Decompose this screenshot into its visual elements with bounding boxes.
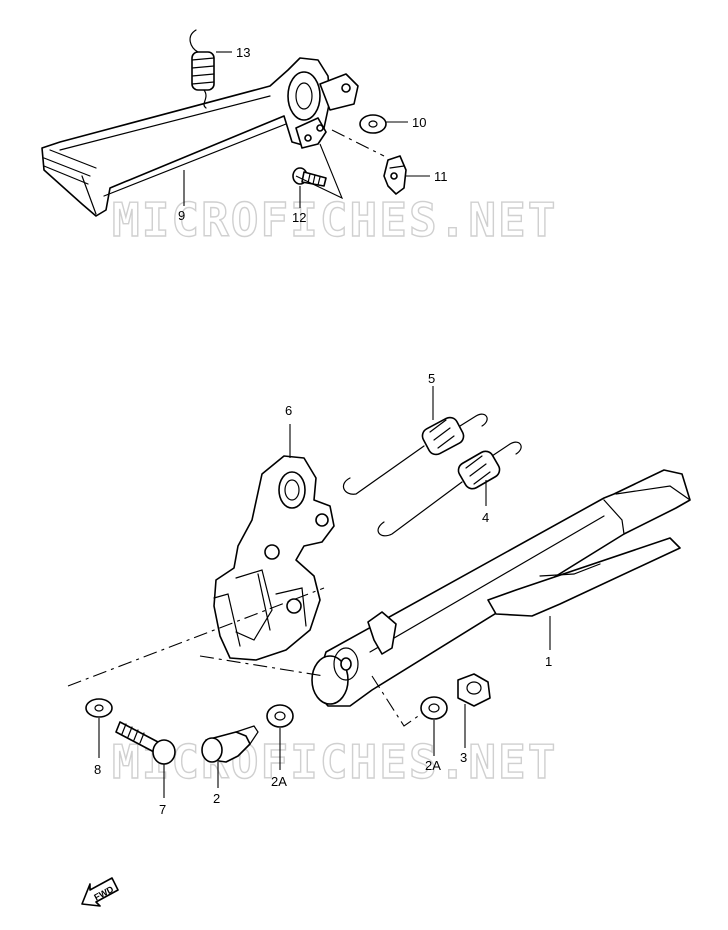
forward-arrow-icon: FWD <box>81 877 119 907</box>
bolt-part-7 <box>115 721 176 765</box>
watermark-bottom: MICROFICHES.NET <box>112 735 557 789</box>
washer-part-8 <box>85 698 113 718</box>
dash-line-bracket <box>199 655 325 677</box>
callout-5: 5 <box>428 371 435 386</box>
washer-part-2a-right <box>420 696 448 720</box>
callout-2: 2 <box>213 791 220 806</box>
callout-7: 7 <box>159 802 166 817</box>
callout-8: 8 <box>94 762 101 777</box>
pedal-lever-part-9 <box>41 57 359 217</box>
cotter-pin-part-11 <box>383 155 407 195</box>
return-spring-part-13 <box>189 29 215 109</box>
side-stand-part-1 <box>311 469 691 707</box>
callout-12: 12 <box>292 210 306 225</box>
callout-2a-left: 2A <box>271 774 287 789</box>
pivot-bolt-part-2 <box>201 725 259 763</box>
callout-2a-right: 2A <box>425 758 441 773</box>
dash-line-right <box>371 675 425 727</box>
dash-line-left <box>67 587 325 687</box>
callout-10: 10 <box>412 115 426 130</box>
dash-line-washer <box>331 129 385 157</box>
spring-part-5 <box>342 413 488 495</box>
callout-3: 3 <box>460 750 467 765</box>
callout-9: 9 <box>178 208 185 223</box>
callout-1: 1 <box>545 654 552 669</box>
bracket-part-6 <box>213 455 335 661</box>
callout-13: 13 <box>236 45 250 60</box>
callout-11: 11 <box>434 169 448 184</box>
washer-part-10 <box>359 114 387 134</box>
spring-part-4 <box>377 441 522 537</box>
nut-part-3 <box>457 673 491 707</box>
watermark-top: MICROFICHES.NET <box>112 193 557 247</box>
leader-12-bolt <box>295 143 344 200</box>
washer-part-2a-left <box>266 704 294 728</box>
callout-4: 4 <box>482 510 489 525</box>
callout-6: 6 <box>285 403 292 418</box>
